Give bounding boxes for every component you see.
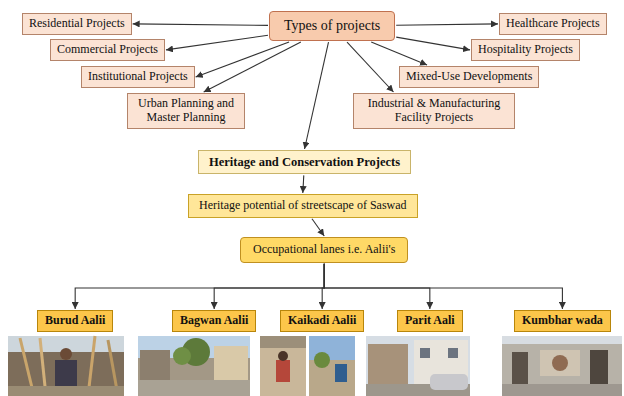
node-text: Heritage potential of streetscape of Sas… — [199, 199, 407, 213]
node-text: Industrial & Manufacturing Facility Proj… — [360, 97, 508, 125]
lane-box: Kumbhar wada — [514, 310, 611, 332]
connector-arrow — [396, 24, 498, 25]
category-box: Mixed-Use Developments — [399, 66, 539, 88]
kumbhar-photo — [502, 336, 622, 396]
node-text: Urban Planning and Master Planning — [134, 97, 238, 125]
lane-box: Bagwan Aalii — [172, 310, 256, 332]
node-text: Healthcare Projects — [506, 17, 600, 31]
category-box: Commercial Projects — [50, 39, 165, 61]
connector-arrow — [396, 37, 470, 50]
category-box: Hospitality Projects — [471, 39, 580, 61]
process-box: Occupational lanes i.e. Aalii's — [240, 237, 408, 263]
node-text: Residential Projects — [29, 17, 125, 31]
connector-arrow — [204, 42, 301, 92]
node-text: Kumbhar wada — [522, 314, 603, 328]
connector-arrow — [312, 219, 324, 236]
lane-box: Burud Aalii — [37, 310, 113, 332]
kaikadi-photo — [260, 336, 355, 396]
connector-arrow — [302, 175, 304, 193]
node-text: Types of projects — [284, 18, 380, 34]
connector-arrow — [371, 42, 427, 65]
node-text: Burud Aalii — [45, 314, 105, 328]
node-text: Commercial Projects — [57, 43, 158, 57]
process-box: Heritage potential of streetscape of Sas… — [188, 194, 418, 218]
root-box: Types of projects — [269, 11, 395, 41]
focus-box: Heritage and Conservation Projects — [198, 150, 411, 174]
category-box: Healthcare Projects — [499, 13, 607, 35]
node-text: Kaikadi Aalii — [288, 314, 356, 328]
node-text: Institutional Projects — [88, 70, 188, 84]
lane-box: Kaikadi Aalii — [280, 310, 364, 332]
bagwan-photo — [138, 336, 250, 396]
connector-arrow — [133, 24, 268, 25]
node-text: Parit Aali — [405, 314, 455, 328]
category-box: Urban Planning and Master Planning — [127, 93, 245, 129]
connector-arrow — [347, 42, 393, 92]
node-text: Hospitality Projects — [478, 43, 573, 57]
node-text: Occupational lanes i.e. Aalii's — [253, 243, 395, 257]
node-text: Bagwan Aalii — [180, 314, 248, 328]
node-text: Heritage and Conservation Projects — [209, 155, 400, 169]
category-box: Industrial & Manufacturing Facility Proj… — [353, 93, 515, 129]
connector-arrow — [75, 264, 324, 309]
connector-arrow — [324, 264, 562, 309]
connector-arrow — [324, 264, 430, 309]
category-box: Residential Projects — [22, 13, 132, 35]
parit-photo — [366, 336, 470, 396]
connector-arrow — [214, 264, 324, 309]
burud-photo — [8, 336, 124, 396]
node-text: Mixed-Use Developments — [406, 70, 532, 84]
lane-box: Parit Aali — [397, 310, 463, 332]
connector-arrow — [166, 35, 268, 50]
category-box: Institutional Projects — [81, 66, 195, 88]
connector-arrow — [305, 42, 329, 149]
